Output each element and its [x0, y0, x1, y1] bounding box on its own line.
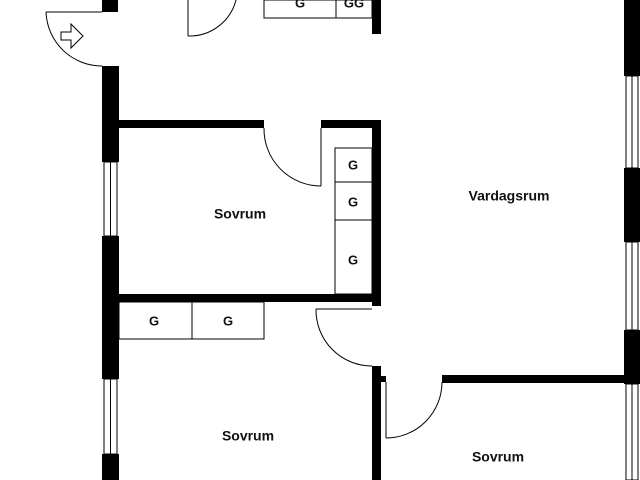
exterior-walls [102, 0, 640, 480]
closet-label-bedroom-top-3: G [348, 252, 358, 267]
closet-label-top-left: G [295, 0, 305, 10]
closet-label-bedroom-top-1: G [348, 157, 358, 172]
room-label-bedroom-bottom-left: Sovrum [222, 428, 274, 444]
window-left-2 [103, 378, 118, 455]
wall-bedroom-top-north-a [118, 120, 264, 128]
window-left-1 [103, 161, 118, 237]
wall-bedroom-top-north-b [321, 120, 381, 128]
wall-bedroom-right-north [442, 375, 626, 383]
right-wall-segment-3 [624, 330, 640, 384]
closet-label-bedroom-left-2: G [223, 313, 233, 328]
wall-stub [380, 376, 386, 382]
right-wall-segment-1 [624, 0, 640, 76]
right-wall-segment-2 [624, 168, 640, 242]
closet-bedroom-left-1-box [118, 301, 193, 340]
window-right-1 [625, 75, 639, 169]
closet-bedroom-left-2-box [191, 301, 265, 340]
closet-label-top-right: GG [344, 0, 364, 10]
interior-walls [118, 0, 626, 480]
left-wall-segment-2 [102, 236, 119, 379]
room-label-bedroom-top: Sovrum [214, 206, 266, 222]
door-top [187, 0, 237, 37]
left-wall-segment-1 [102, 66, 119, 162]
left-wall-top [102, 0, 118, 12]
window-right-3 [625, 383, 639, 480]
left-wall-segment-3 [102, 454, 119, 480]
door-entrance [45, 11, 103, 67]
doors [45, 0, 443, 439]
closet-bedroom-top-2-box [334, 181, 373, 221]
window-right-2 [625, 241, 639, 331]
closet-top-right-box [335, 0, 373, 19]
room-label-bedroom-bottom-right: Sovrum [472, 449, 524, 465]
room-label-living-room: Vardagsrum [469, 188, 550, 204]
closet-bedroom-top-3-box [334, 219, 373, 295]
door-bedroom-left [315, 308, 373, 367]
windows [103, 75, 639, 480]
closet-bedroom-top-1-box [334, 147, 373, 183]
closet-label-bedroom-top-2: G [348, 194, 358, 209]
closets [118, 0, 373, 340]
wall-bedroom-top-south [118, 294, 380, 302]
wall-bedroom-divider [372, 366, 381, 480]
door-bedroom-right [385, 381, 443, 439]
entrance-arrow-icon [60, 22, 84, 50]
wall-top-vertical [372, 0, 381, 34]
closet-label-bedroom-left-1: G [149, 313, 159, 328]
door-bedroom-top [263, 127, 322, 187]
wall-bedroom-top-east [372, 120, 381, 306]
